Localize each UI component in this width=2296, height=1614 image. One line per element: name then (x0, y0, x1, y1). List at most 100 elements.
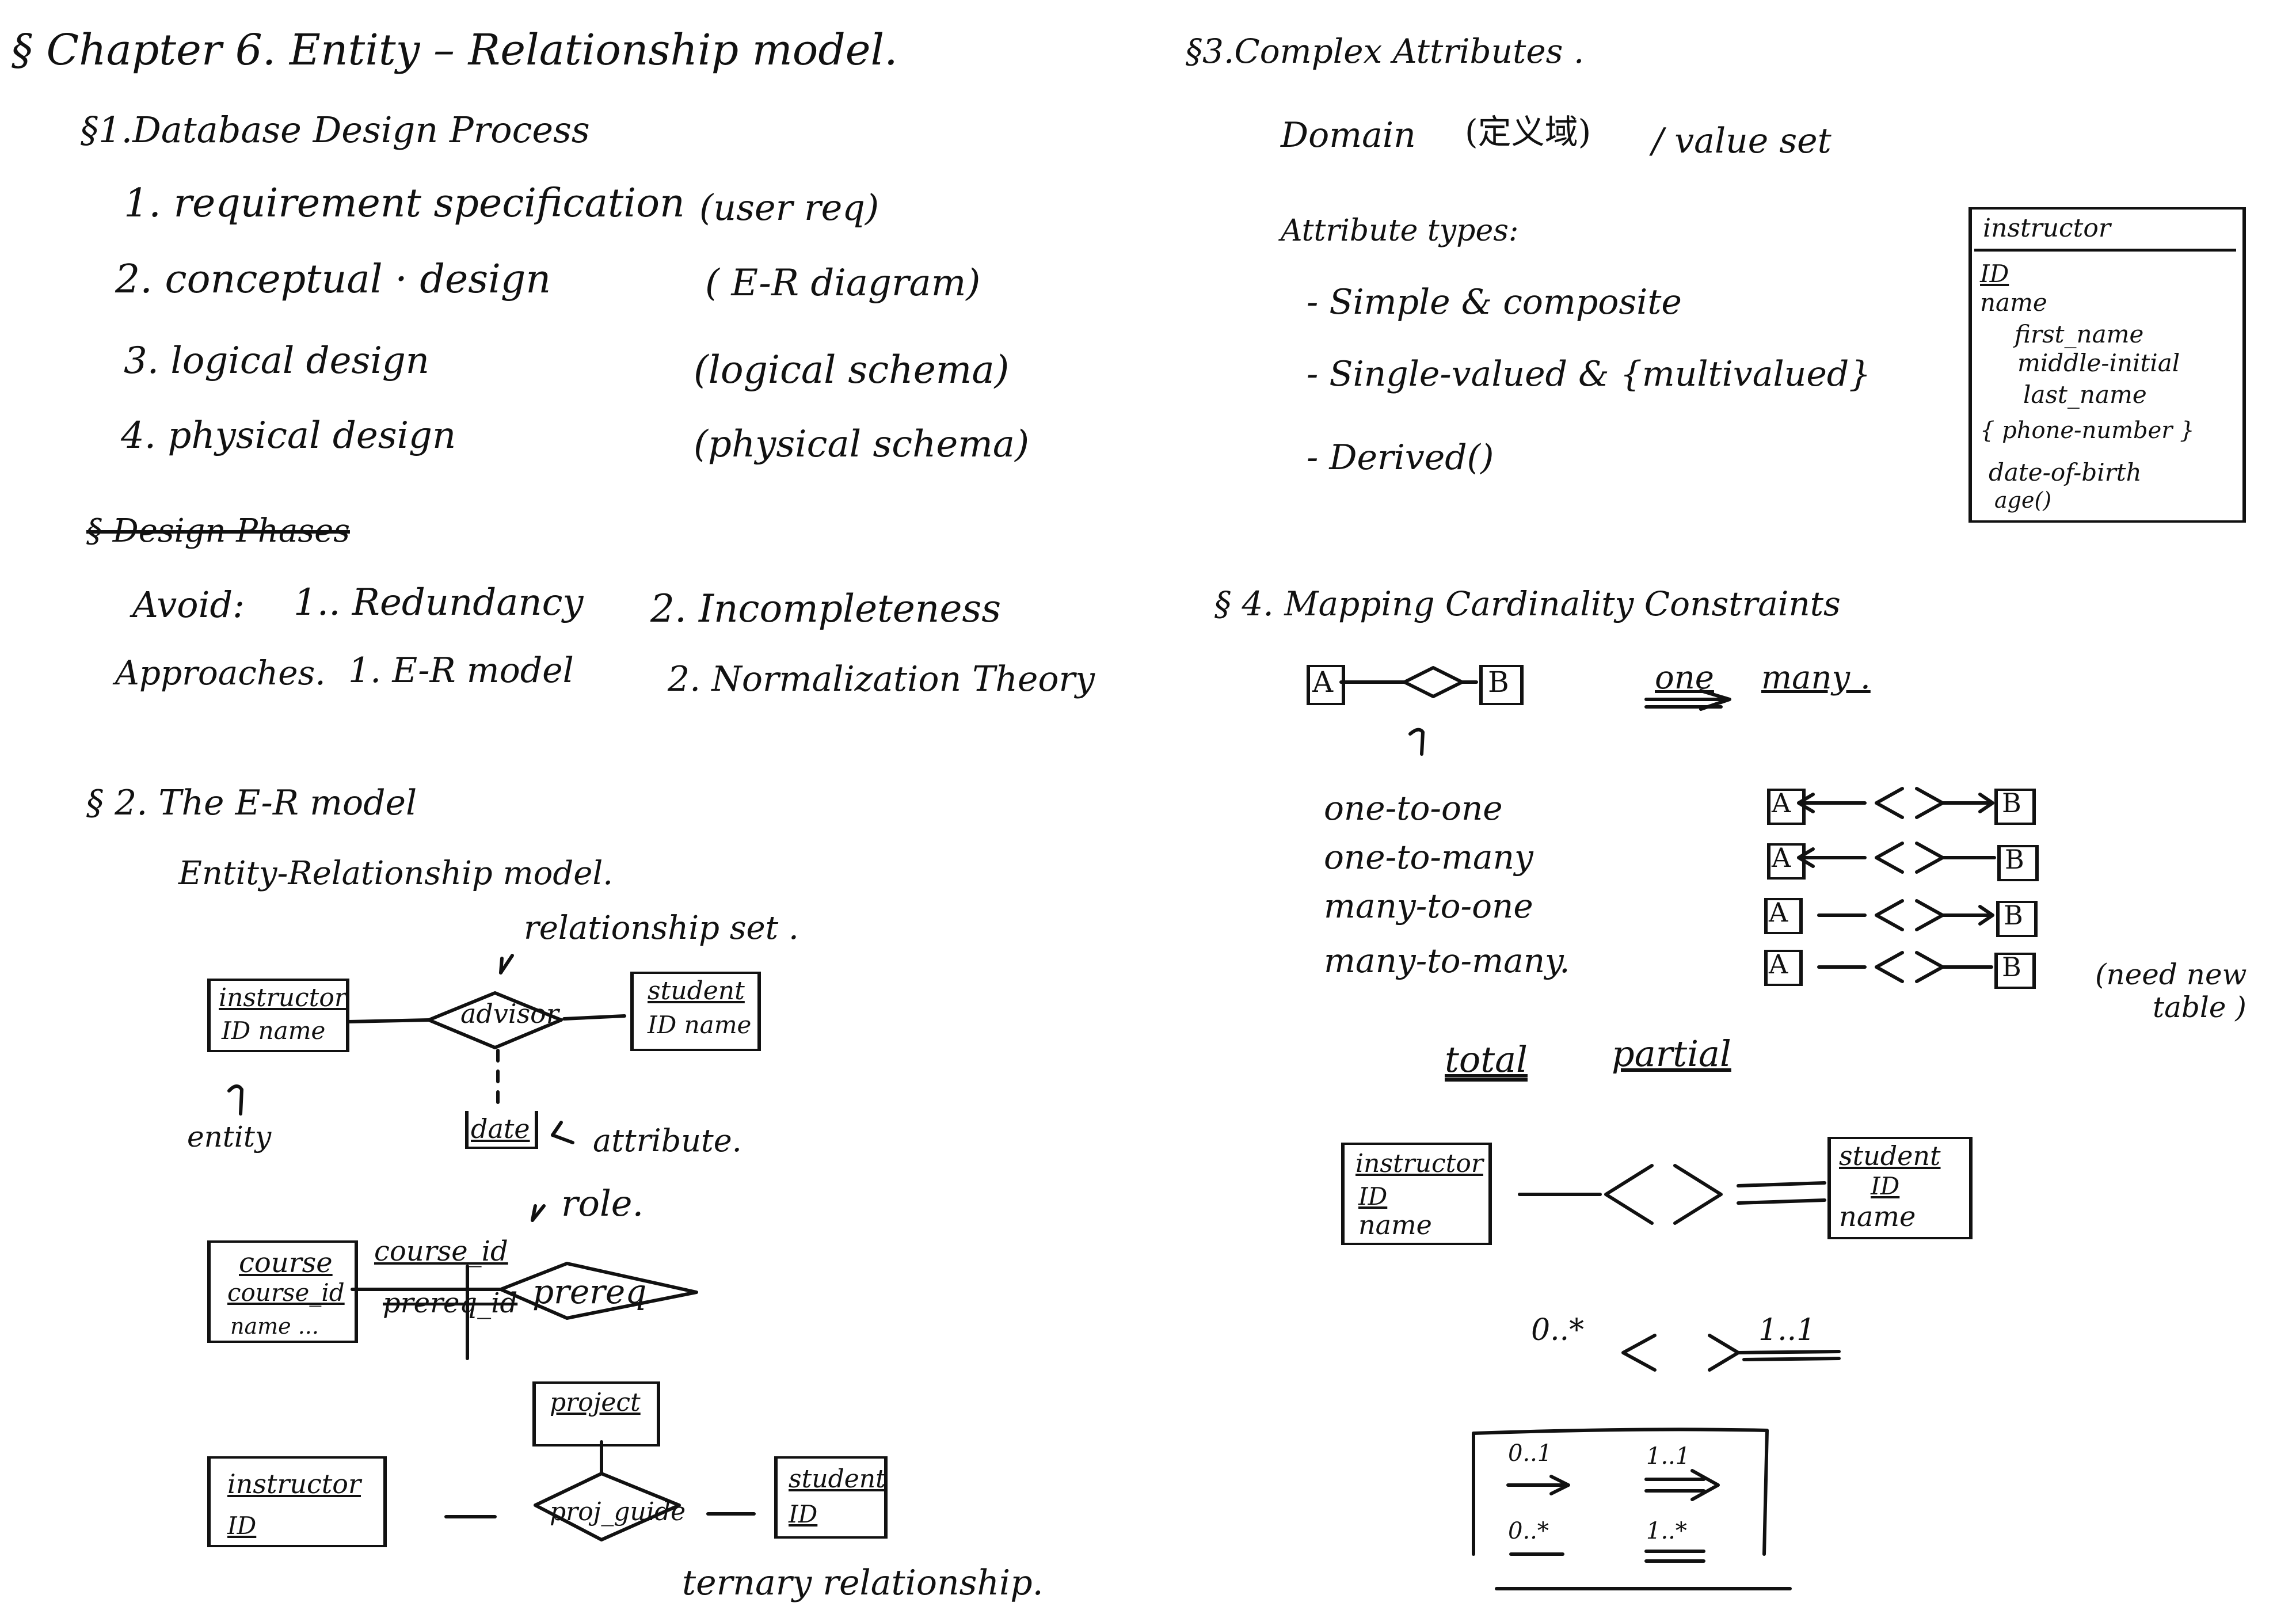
student-entity-attrs: ID name (648, 1011, 752, 1039)
course-entity-box (207, 1240, 358, 1343)
legend-0-1: 0..1 (1508, 1440, 1552, 1467)
row1-b-box (1994, 789, 2036, 825)
prereq-label: prereq (532, 1272, 647, 1311)
instr-attr-age: age() (1994, 488, 2052, 513)
step-1: 1. requirement specification (124, 181, 685, 226)
row2-b: B (2005, 844, 2024, 875)
instructor3-attr2: name (1358, 1209, 1432, 1240)
project-entity-box (532, 1381, 660, 1446)
step-1-note: (user req) (699, 186, 879, 229)
row-many-to-many: many-to-many. (1324, 941, 1570, 980)
instructor3-entity-box (1341, 1143, 1492, 1245)
course-entity-attr1: course_id (227, 1278, 345, 1307)
row1-b: B (2002, 787, 2021, 819)
row4-a-box (1764, 950, 1803, 986)
domain-label: Domain (1281, 115, 1416, 155)
instr-attr-middle: middle-initial (2017, 349, 2180, 377)
proj-guide-label: proj_guide (550, 1497, 686, 1527)
instructor3-attr1: ID (1358, 1182, 1388, 1210)
avoid-2: 2. Incompleteness (650, 587, 1002, 631)
date-attribute-label: date (471, 1113, 530, 1144)
row3-a-box (1764, 898, 1803, 934)
instructor-complex-entity-box (1968, 207, 2246, 523)
sec2-subtitle: Entity-Relationship model. (178, 855, 614, 892)
need-new-label: (need new (2095, 958, 2247, 991)
card-a-label: A (1312, 665, 1334, 699)
step-3-note: (logical schema) (694, 348, 1010, 392)
instructor-entity-attrs: ID name (222, 1017, 326, 1045)
sec2-heading: § 2. The E-R model (86, 783, 417, 823)
card-b-label: B (1488, 665, 1509, 699)
approaches-label: Approaches. (115, 653, 326, 692)
row-many-to-one: many-to-one (1324, 886, 1533, 926)
sec1-heading: §1.Database Design Process (81, 109, 590, 151)
approaches-2: 2. Normalization Theory (668, 659, 1095, 699)
legend-1-1: 1..1 (1646, 1443, 1690, 1470)
student3-entity-box (1827, 1137, 1973, 1239)
row2-a: A (1772, 842, 1791, 873)
legend-1-many: 1..* (1646, 1518, 1687, 1544)
partial-label: partial (1612, 1033, 1731, 1075)
card-a-box (1307, 665, 1345, 705)
attr-type-single: - Single-valued & {multivalued} (1307, 354, 1871, 394)
instructor-entity-title: instructor (219, 983, 347, 1012)
table-label: table ) (2153, 991, 2246, 1024)
instructor2-entity-attrs: ID (227, 1512, 257, 1540)
crossed-heading: § Design Phases (86, 512, 350, 550)
date-attribute-box (465, 1111, 538, 1149)
step-4-note: (physical schema) (694, 423, 1030, 466)
row3-a: A (1769, 897, 1788, 928)
avoid-1: 1.. Redundancy (294, 581, 584, 624)
row3-b: B (2004, 900, 2023, 931)
instructor2-entity-title: instructor (227, 1468, 361, 1499)
step-2: 2. conceptual · design (115, 257, 551, 302)
student-entity-box (630, 972, 761, 1051)
ternary-label: ternary relationship. (682, 1563, 1044, 1603)
instr-attr-first: first_name (2015, 320, 2144, 348)
step-2-note: ( E-R diagram) (705, 262, 981, 304)
instr-attr-phone: { phone-number } (1980, 417, 2195, 444)
many-label: many . (1761, 659, 1871, 696)
avoid-label: Avoid: (132, 584, 245, 626)
student2-entity-title: student (789, 1464, 886, 1494)
student2-entity-attrs: ID (789, 1500, 818, 1528)
role-label: role. (561, 1182, 644, 1224)
advisor-label: advisor (460, 998, 559, 1029)
row-one-to-one: one-to-one (1324, 789, 1503, 828)
student3-attr1: ID (1871, 1172, 1900, 1200)
step-4: 4. physical design (121, 414, 456, 457)
card-b-box (1479, 665, 1524, 705)
relationship-set-label: relationship set . (524, 909, 799, 947)
row-one-to-many: one-to-many (1324, 838, 1533, 877)
sec4-heading: § 4. Mapping Cardinality Constraints (1214, 584, 1841, 623)
attr-type-simple: - Simple & composite (1307, 282, 1682, 322)
entity-label: entity (187, 1120, 272, 1154)
chapter-title: § Chapter 6. Entity – Relationship model… (12, 25, 898, 75)
project-entity-label: project (550, 1388, 641, 1417)
row4-a: A (1769, 949, 1788, 980)
instr-attr-name: name (1980, 288, 2047, 317)
value-set-label: / value set (1652, 121, 1832, 161)
row1-a: A (1772, 787, 1791, 819)
row4-b: B (2002, 951, 2021, 983)
instructor-complex-divider (1974, 249, 2236, 252)
sec3-heading: §3.Complex Attributes . (1186, 32, 1585, 71)
course-id-role: course_id (374, 1235, 508, 1267)
total-label: total (1445, 1038, 1528, 1080)
prereq-id-role: prereq_id (383, 1287, 518, 1319)
one-label: one (1655, 659, 1714, 696)
instructor-entity-box (207, 979, 349, 1052)
student-entity-title: student (648, 976, 745, 1006)
domain-chinese: (定义域) (1465, 112, 1591, 151)
step-3: 3. logical design (124, 340, 429, 382)
row2-b-box (1997, 845, 2039, 881)
instr-attr-dob: date-of-birth (1989, 458, 2142, 486)
legend-0-many: 0..* (1508, 1518, 1549, 1544)
attribute-label: attribute. (593, 1122, 742, 1159)
attribute-types-label: Attribute types: (1281, 214, 1519, 248)
instr-attr-last: last_name (2023, 380, 2147, 409)
student3-title: student (1839, 1140, 1941, 1171)
instructor-complex-title: instructor (1983, 214, 2111, 243)
instructor3-title: instructor (1355, 1149, 1483, 1178)
